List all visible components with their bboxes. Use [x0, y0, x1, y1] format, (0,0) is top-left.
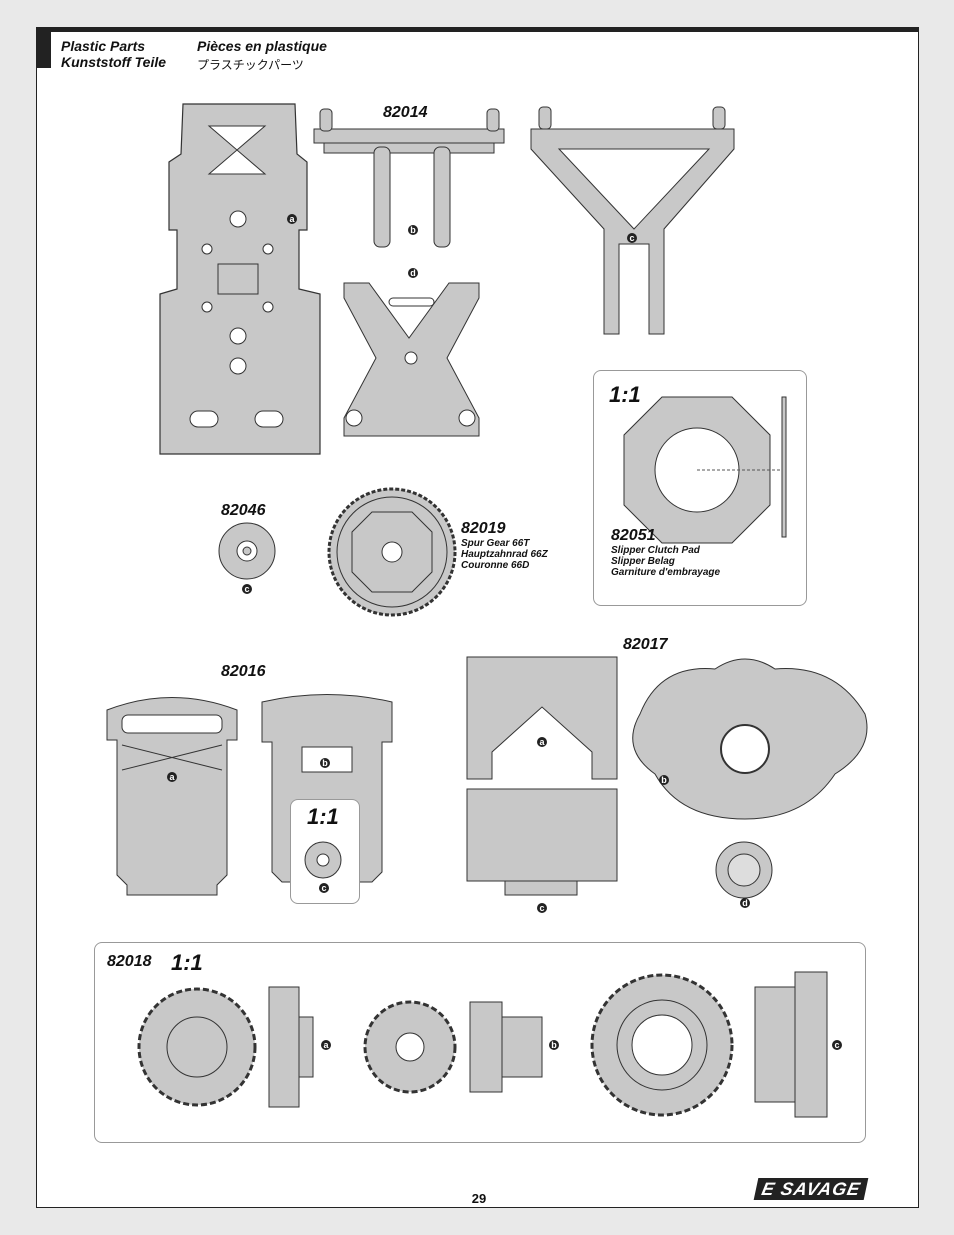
gear-c-drawing — [590, 971, 828, 1118]
label-c-82016: c — [319, 883, 329, 893]
label-c: c — [627, 233, 637, 243]
title-de: Kunststoff Teile — [61, 54, 167, 70]
scale-1-1-gears: 1:1 — [171, 950, 203, 975]
body-post-rear-drawing — [530, 106, 735, 335]
label-b-82018: b — [549, 1040, 559, 1050]
body-post-front-drawing — [313, 108, 505, 248]
brand-logo: E SAVAGE — [753, 1178, 886, 1200]
brand-logo-text: E SAVAGE — [753, 1178, 869, 1200]
part-number-82018: 82018 — [107, 953, 152, 970]
82019-de: Hauptzahnrad 66Z — [461, 549, 548, 560]
label-d: d — [408, 268, 418, 278]
label-b-82016: b — [320, 758, 330, 768]
body-clip-drawing — [304, 841, 342, 879]
part-number-82046: 82046 — [221, 502, 266, 519]
slipper-pad-drawing — [623, 396, 787, 544]
82051-de: Slipper Belag — [611, 556, 675, 567]
label-a-82018: a — [321, 1040, 331, 1050]
82051-en: Slipper Clutch Pad — [611, 545, 700, 556]
gear-cover-b-drawing — [632, 658, 868, 820]
gear-b-drawing — [363, 1000, 543, 1094]
chassis-brace-drawing — [343, 282, 480, 437]
label-c-82017: c — [537, 903, 547, 913]
manual-page: Plastic Parts Kunststoff Teile Pièces en… — [36, 27, 919, 1208]
gear-cover-d-drawing — [715, 841, 773, 899]
part-number-82019: 82019 — [461, 520, 506, 537]
label-b: b — [408, 225, 418, 235]
part-number-82017: 82017 — [623, 636, 668, 653]
label-a-82016: a — [167, 772, 177, 782]
skid-plate-drawing — [159, 103, 321, 455]
label-b-82017: b — [659, 775, 669, 785]
title-fr: Pièces en plastique — [197, 38, 327, 54]
page-number: 29 — [471, 1191, 487, 1206]
gear-cover-a-drawing — [466, 656, 618, 780]
scale-1-1: 1:1 — [609, 382, 641, 407]
part-number-82014: 82014 — [383, 104, 428, 121]
label-a: a — [287, 214, 297, 224]
title-jp: プラスチックパーツ — [197, 58, 304, 72]
spur-gear-drawing — [327, 487, 457, 617]
label-a-82017: a — [537, 737, 547, 747]
82019-en: Spur Gear 66T — [461, 538, 530, 549]
label-c-82046: c — [242, 584, 252, 594]
scale-1-1-clip: 1:1 — [307, 804, 339, 829]
part-number-82016: 82016 — [221, 663, 266, 680]
header-tab — [37, 32, 51, 68]
clutch-hub-drawing — [218, 522, 276, 580]
82051-fr: Garniture d'embrayage — [611, 567, 721, 578]
82019-fr: Couronne 66D — [461, 560, 530, 571]
label-c-82018: c — [832, 1040, 842, 1050]
label-d-82017: d — [740, 898, 750, 908]
mount-a-drawing — [106, 697, 238, 896]
title-en: Plastic Parts — [61, 38, 146, 54]
part-number-82051: 82051 — [611, 527, 656, 544]
gear-cover-c-drawing — [466, 788, 618, 896]
gear-a-drawing — [137, 986, 314, 1108]
